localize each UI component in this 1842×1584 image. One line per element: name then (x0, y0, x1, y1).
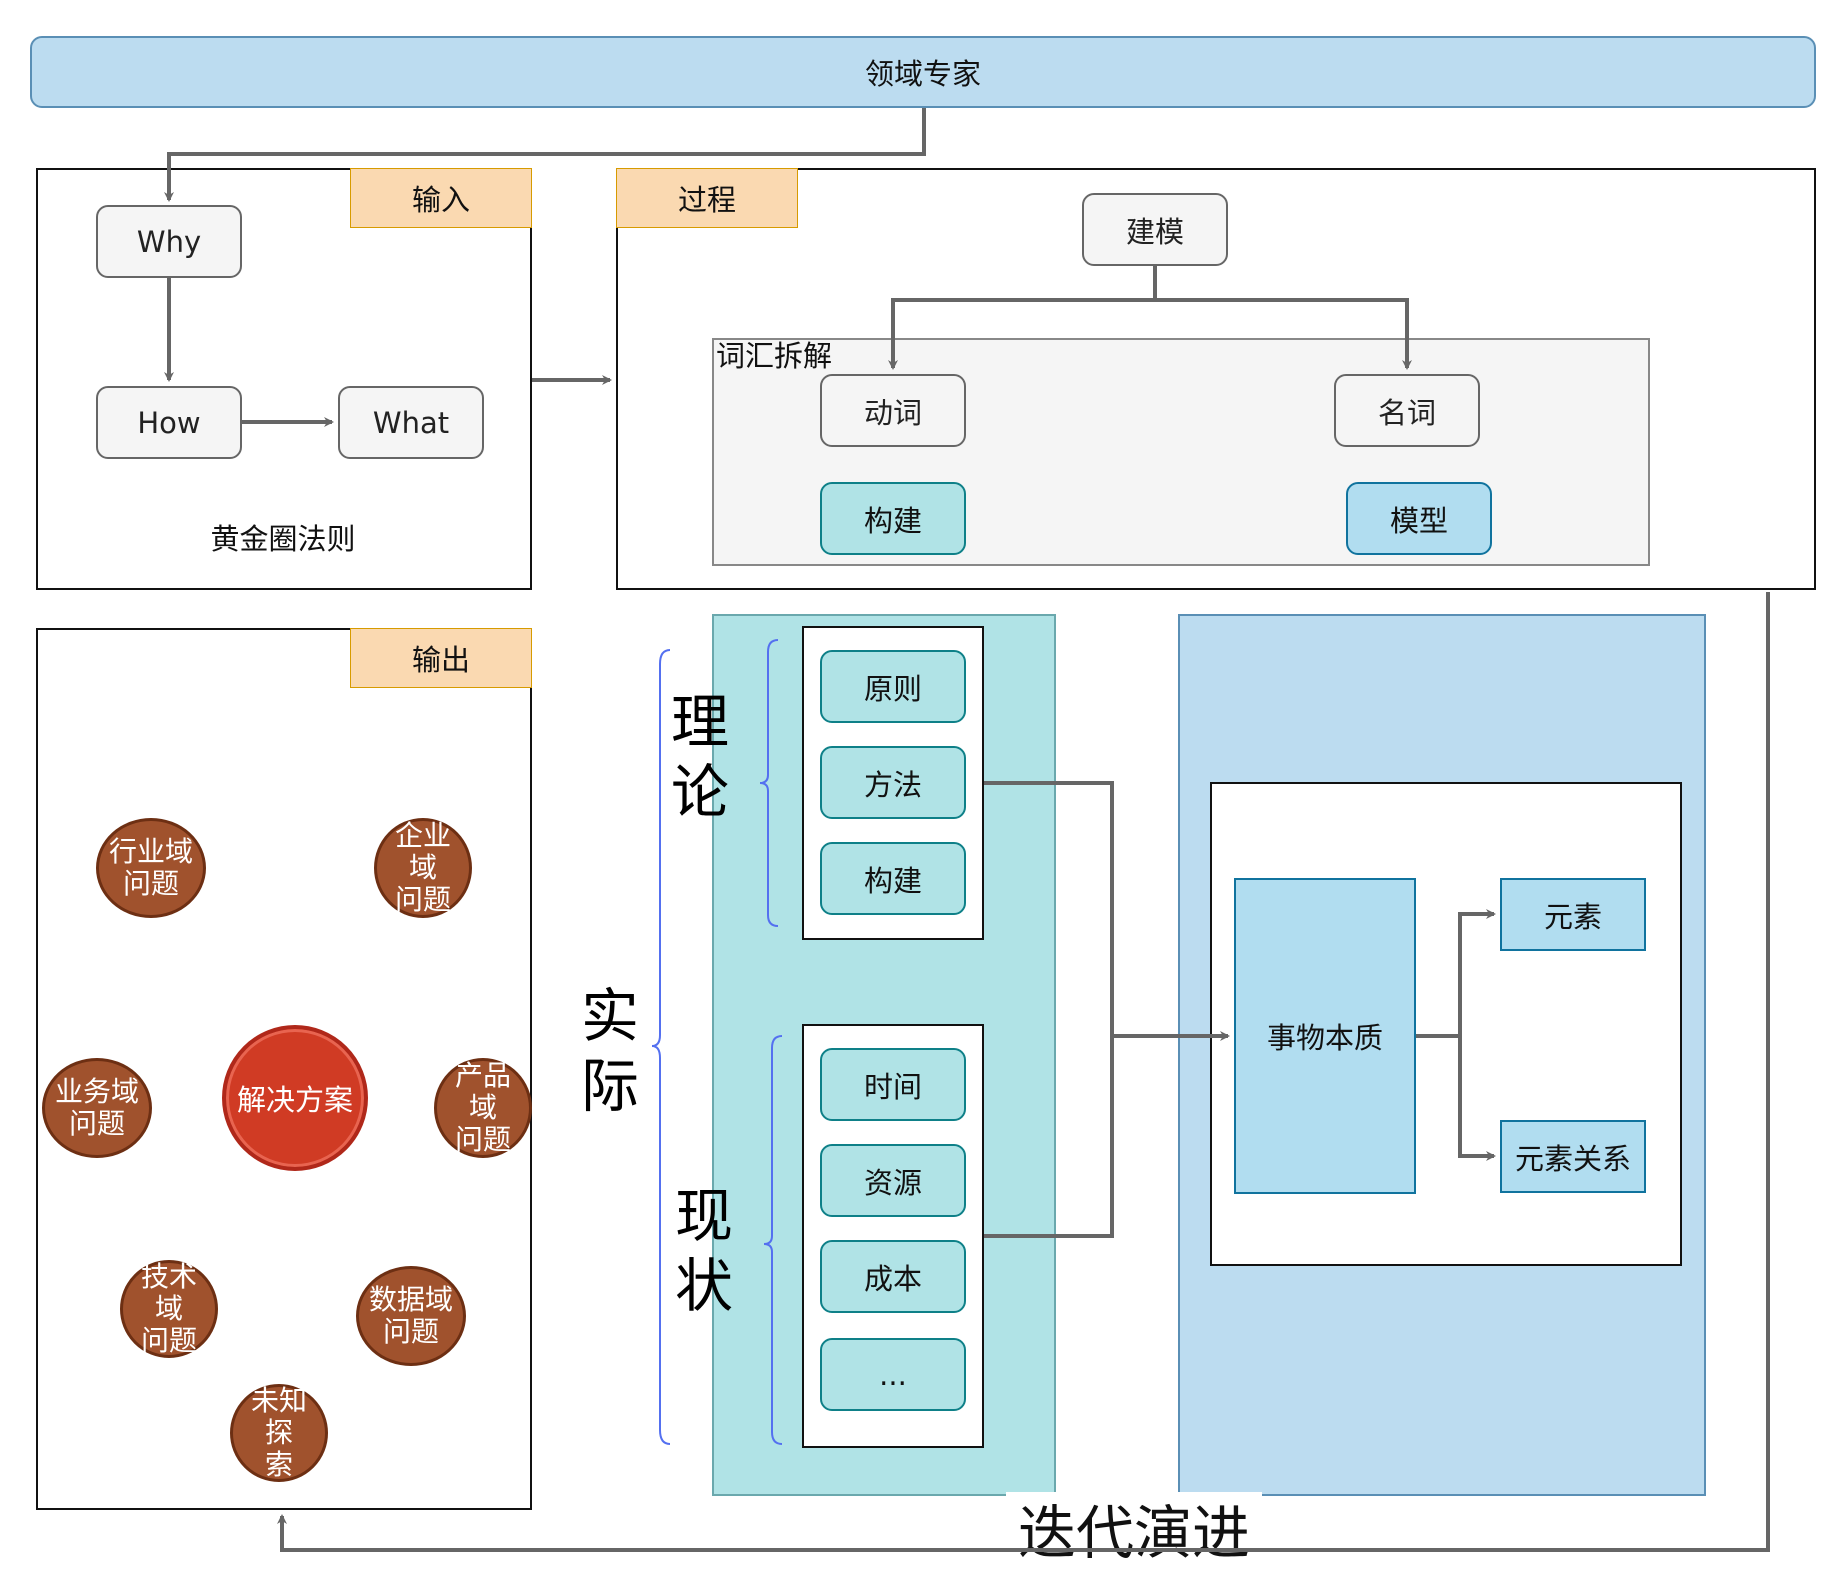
practice-label: 实际 (580, 982, 639, 1120)
status-brace (763, 1035, 783, 1445)
vocabulary-breakdown-label: 词汇拆解 (716, 339, 833, 373)
what-node[interactable]: What (338, 386, 484, 459)
product-domain-problem[interactable]: 产品域 问题 (434, 1058, 532, 1158)
business-domain-problem[interactable]: 业务域 问题 (42, 1058, 152, 1158)
time-node[interactable]: 时间 (820, 1048, 966, 1121)
method-node[interactable]: 方法 (820, 746, 966, 819)
how-node[interactable]: How (96, 386, 242, 459)
element-node[interactable]: 元素 (1500, 878, 1646, 951)
method-to-essence-connector (984, 781, 1230, 1041)
enterprise-domain-problem[interactable]: 企业域 问题 (374, 818, 472, 918)
resource-node[interactable]: 资源 (820, 1144, 966, 1217)
modeling-split-connector (888, 266, 1157, 370)
essence-to-relation-connector (1458, 1036, 1496, 1161)
domain-expert-label: 领域专家 (864, 57, 981, 91)
industry-domain-problem[interactable]: 行业域 问题 (96, 818, 206, 918)
domain-expert-bar[interactable]: 领域专家 (30, 36, 1816, 108)
process-tag: 过程 (616, 168, 798, 228)
practice-brace (651, 649, 671, 1445)
output-tag: 输出 (350, 628, 532, 688)
input-frame (36, 168, 532, 590)
more-node[interactable]: ... (820, 1338, 966, 1411)
principle-node[interactable]: 原则 (820, 650, 966, 723)
modeling-node[interactable]: 建模 (1082, 193, 1228, 266)
model-node[interactable]: 模型 (1346, 482, 1492, 555)
expert-to-why-connector (164, 108, 926, 202)
theory-label: 理论 (670, 688, 729, 826)
solution-circle[interactable]: 解决方案 (222, 1025, 368, 1171)
modeling-to-noun-connector (1155, 298, 1412, 370)
construct-node[interactable]: 构建 (820, 482, 966, 555)
data-domain-problem[interactable]: 数据域 问题 (356, 1266, 466, 1366)
status-to-essence-connector (984, 1036, 1114, 1238)
golden-circle-caption: 黄金圈法则 (210, 522, 356, 556)
verb-node[interactable]: 动词 (820, 374, 966, 447)
essence-to-element-connector (1416, 909, 1496, 1038)
iteration-loop-connector (277, 592, 1770, 1552)
unknown-exploration[interactable]: 未知探 索 (230, 1384, 328, 1482)
essence-core-node[interactable]: 事物本质 (1234, 878, 1416, 1194)
cost-node[interactable]: 成本 (820, 1240, 966, 1313)
technology-domain-problem[interactable]: 技术域 问题 (120, 1260, 218, 1358)
noun-node[interactable]: 名词 (1334, 374, 1480, 447)
element-relation-node[interactable]: 元素关系 (1500, 1120, 1646, 1193)
input-tag: 输入 (350, 168, 532, 228)
why-node[interactable]: Why (96, 205, 242, 278)
status-label: 现状 (674, 1182, 733, 1320)
theory-brace (759, 639, 779, 927)
theory-construct-node[interactable]: 构建 (820, 842, 966, 915)
